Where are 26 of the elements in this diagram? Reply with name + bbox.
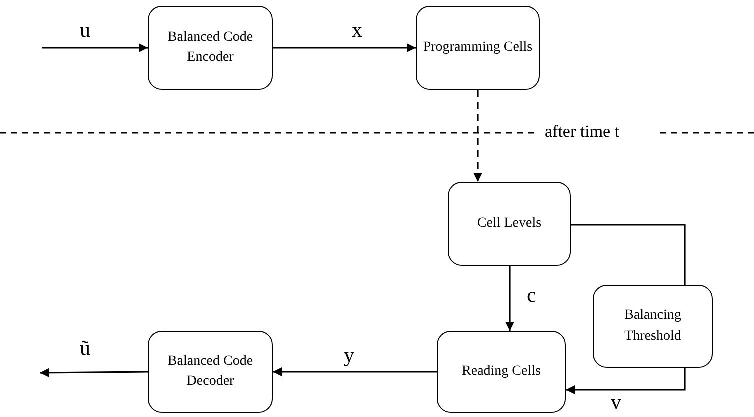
process-box — [416, 6, 540, 90]
process-box — [148, 6, 273, 90]
process-box — [448, 182, 571, 266]
arrow — [42, 44, 148, 52]
process-box — [437, 331, 566, 413]
edge-label: c — [527, 285, 536, 306]
edge-label: x — [352, 20, 362, 41]
arrow — [566, 368, 686, 394]
box-label: Cell Levels — [477, 214, 542, 233]
box-label: Reading Cells — [462, 362, 541, 381]
arrow — [273, 368, 437, 376]
connector-line — [571, 224, 686, 285]
arrow — [506, 266, 514, 331]
edge-label: ũ — [80, 338, 90, 359]
arrow — [273, 44, 416, 52]
box-label: Balanced Code Encoder — [166, 28, 254, 67]
box-label: Balancing Threshold — [624, 307, 682, 346]
edge-label: u — [80, 20, 90, 41]
box-label: Programming Cells — [423, 38, 533, 57]
process-box — [593, 285, 713, 368]
edge-label: v — [611, 392, 622, 413]
edge-label: y — [344, 345, 354, 366]
process-box — [148, 331, 273, 413]
arrow — [474, 90, 482, 182]
box-label: Balanced Code Decoder — [166, 352, 254, 391]
arrow — [40, 368, 148, 378]
